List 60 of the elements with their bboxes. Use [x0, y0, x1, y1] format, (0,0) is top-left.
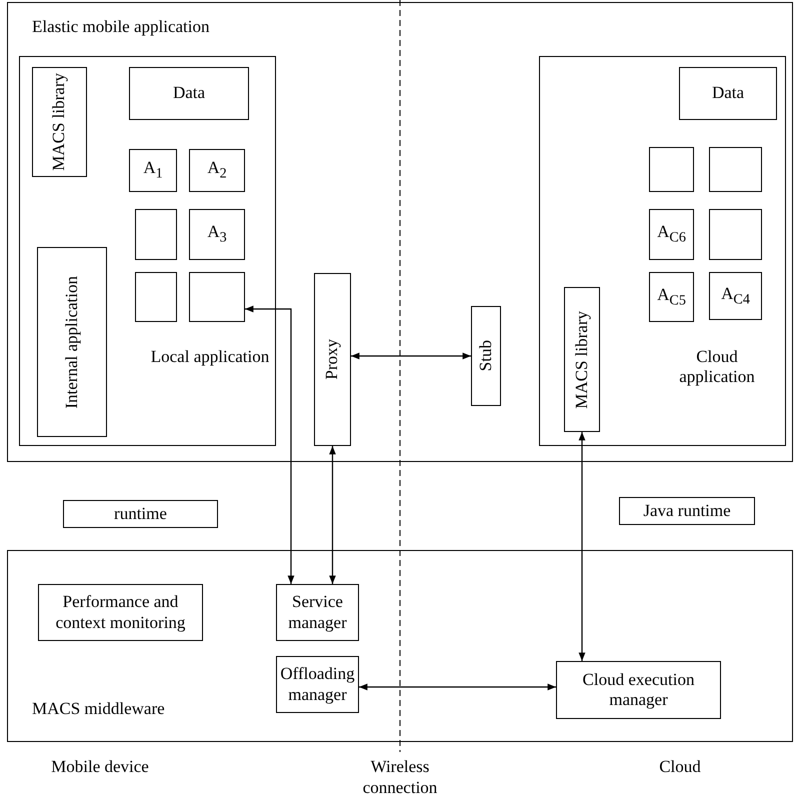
component-label: MACS library	[572, 310, 592, 408]
region-label: Wireless connection	[362, 756, 438, 798]
container-box	[19, 56, 276, 446]
component-box	[276, 584, 359, 641]
component-box	[649, 209, 694, 260]
region-label: Cloud	[658, 756, 702, 778]
component-box	[709, 272, 762, 320]
group-title: Elastic mobile application	[32, 17, 210, 38]
arrow	[359, 684, 556, 690]
component-label: Stub	[476, 340, 496, 372]
component-box	[129, 67, 249, 120]
component-box	[189, 149, 245, 192]
component-label: A$_{2}$	[207, 158, 227, 183]
group-title: Cloud application	[678, 347, 756, 388]
component-label: Performance and context monitoring	[54, 592, 186, 633]
arrow	[351, 352, 471, 360]
component-box	[189, 209, 245, 260]
component-label: A$_{1}$	[143, 158, 163, 183]
component-label: Cloud execution manager	[582, 670, 696, 710]
component-label: Data	[712, 83, 744, 104]
arrow	[578, 432, 586, 661]
empty-box	[709, 209, 762, 260]
component-box	[38, 584, 203, 641]
component-label: Java runtime	[643, 500, 731, 522]
component-label: Data	[172, 83, 206, 104]
arrow	[245, 306, 294, 584]
component-box	[679, 67, 777, 120]
component-box	[37, 247, 107, 437]
component-box	[63, 500, 218, 528]
container-box	[7, 550, 793, 742]
component-box	[276, 656, 359, 713]
component-label: MACS library	[49, 73, 70, 171]
component-box	[471, 306, 501, 406]
component-box	[129, 149, 177, 192]
empty-box	[649, 147, 694, 192]
component-box	[32, 67, 87, 177]
component-label: Service manager	[287, 592, 348, 633]
component-label: Proxy	[322, 339, 342, 380]
arrow	[329, 446, 336, 584]
component-label: A$_{3}$	[207, 222, 227, 247]
empty-box	[709, 147, 762, 192]
region-label: Mobile device	[50, 756, 150, 778]
component-label: A$_{C5}$	[657, 284, 686, 310]
component-label: Internal application	[62, 276, 82, 408]
empty-box	[135, 272, 177, 322]
component-box	[314, 273, 351, 446]
component-label: Offloading manager	[279, 664, 356, 705]
container-box	[7, 2, 793, 462]
container-box	[539, 56, 786, 446]
component-box	[619, 497, 755, 525]
component-box	[564, 287, 600, 432]
empty-box	[189, 272, 245, 322]
group-title: Local application	[150, 347, 270, 368]
group-title: MACS middleware	[32, 699, 165, 720]
component-box	[649, 272, 694, 322]
component-box	[556, 661, 721, 719]
component-label: A$_{C4}$	[721, 284, 750, 308]
component-label: runtime	[114, 504, 167, 524]
component-label: A$_{C6}$	[657, 222, 686, 247]
empty-box	[135, 209, 177, 260]
